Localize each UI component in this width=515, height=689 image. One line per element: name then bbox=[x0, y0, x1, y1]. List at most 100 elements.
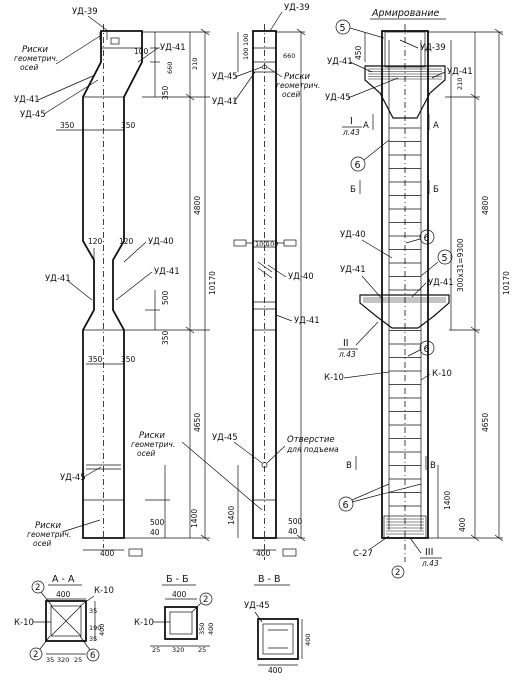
dim-500-c: 500 bbox=[288, 517, 303, 526]
dim-100-e: 100 bbox=[266, 240, 278, 248]
dim-210-b: 210 bbox=[456, 78, 464, 90]
label-geom-d: геометрич. bbox=[131, 440, 175, 449]
section-a-a: А - А 2 400 К-10 К-10 35 190 400 35 2 35… bbox=[14, 574, 114, 664]
callout-I: I bbox=[350, 116, 353, 127]
section-b-b: Б - Б 400 2 К-10 350 400 25 320 25 bbox=[134, 574, 215, 654]
callout-2-c: 2 bbox=[33, 650, 38, 660]
cut-a-left: А bbox=[363, 121, 369, 131]
label-ud40-c: УД-40 bbox=[340, 230, 366, 240]
dim-660-b: 660 bbox=[283, 52, 295, 60]
col2-dimension-chain bbox=[237, 28, 306, 542]
hatch-patterns bbox=[363, 68, 446, 535]
dim-10170-b: 10170 bbox=[502, 271, 511, 295]
dim-100-b: 100 bbox=[242, 34, 250, 46]
cut-v-right: В bbox=[430, 461, 436, 471]
label-ud41-e: УД-41 bbox=[212, 97, 238, 107]
label-k10-d: К-10 bbox=[14, 618, 34, 628]
dim-10170-a: 10170 bbox=[208, 271, 217, 295]
dim-4800-a: 4800 bbox=[193, 196, 202, 215]
ref-l43-a: л.43 bbox=[342, 128, 360, 137]
dim-400-g: 400 bbox=[207, 623, 215, 635]
col3-dimension-chain bbox=[364, 28, 504, 542]
callout-6-b: 6 bbox=[424, 233, 430, 244]
stirrup-set bbox=[389, 127, 421, 507]
cut-a-right: А bbox=[433, 121, 439, 131]
label-ud45-e: УД-45 bbox=[325, 93, 351, 103]
dim-400-h: 400 bbox=[304, 634, 312, 646]
dim-400-i: 400 bbox=[268, 666, 283, 675]
dim-4650-a: 4650 bbox=[193, 413, 202, 432]
label-ud45-d: УД-45 bbox=[212, 433, 238, 443]
dim-40-b: 40 bbox=[288, 527, 298, 536]
dim-35-a: 35 bbox=[89, 607, 97, 615]
dim-4650-b: 4650 bbox=[481, 413, 490, 432]
dim-400-e: 400 bbox=[98, 624, 106, 636]
callout-2-d: 2 bbox=[203, 595, 208, 605]
label-ud45-c: УД-45 bbox=[212, 72, 238, 82]
cut-v-left: В bbox=[346, 461, 352, 471]
dim-25-a: 25 bbox=[74, 656, 82, 664]
label-ud41-h: УД-41 bbox=[447, 67, 473, 77]
dim-100-a: 100 bbox=[134, 47, 149, 56]
label-osei-b: осей bbox=[33, 539, 51, 548]
label-ud45-a: УД-45 bbox=[20, 110, 46, 120]
label-ud39-c: УД-39 bbox=[420, 43, 446, 53]
dim-35-b: 35 bbox=[89, 635, 97, 643]
label-ud39-b: УД-39 bbox=[284, 3, 310, 13]
dim-100-d: 100 bbox=[255, 240, 267, 248]
label-k10-a: К-10 bbox=[324, 373, 344, 383]
section-b-b-title: Б - Б bbox=[166, 574, 189, 585]
label-osei-d: осей bbox=[137, 449, 155, 458]
label-osei-c: осей bbox=[282, 90, 300, 99]
dim-1400-b: 1400 bbox=[227, 506, 236, 525]
label-riski-d: Риски bbox=[139, 431, 165, 441]
callout-II: II bbox=[343, 338, 349, 349]
dim-4800-b: 4800 bbox=[481, 196, 490, 215]
label-ud40-a: УД-40 bbox=[148, 237, 174, 247]
callout-5-a: 5 bbox=[340, 23, 346, 34]
label-geom-c: геометрич. bbox=[276, 81, 320, 90]
label-hole: Отверстие bbox=[287, 435, 335, 445]
dim-210-a: 210 bbox=[191, 58, 199, 70]
label-k10-c: К-10 bbox=[94, 586, 114, 596]
label-ud41-c: УД-41 bbox=[45, 274, 71, 284]
column-side-view bbox=[252, 24, 277, 560]
label-ud41-g: УД-41 bbox=[327, 57, 353, 67]
dim-1400-c: 1400 bbox=[443, 491, 452, 510]
label-k10-b: К-10 bbox=[432, 369, 452, 379]
callout-6-e: 6 bbox=[90, 651, 95, 661]
col1-dimension-chain bbox=[124, 28, 210, 542]
ref-l43-c: л.43 bbox=[421, 559, 439, 568]
callout-2-b: 2 bbox=[35, 583, 40, 593]
cut-b-left: Б bbox=[350, 185, 356, 195]
dim-350-f: 350 bbox=[121, 355, 136, 364]
dim-35-c: 35 bbox=[46, 656, 54, 664]
dim-450: 450 bbox=[354, 45, 363, 60]
dim-350-g: 350 bbox=[198, 623, 206, 635]
callout-6-a: 6 bbox=[355, 160, 361, 171]
label-ud41-a: УД-41 bbox=[14, 95, 40, 105]
drawing-title: Армирование bbox=[371, 8, 440, 19]
dim-100-c: 100 bbox=[242, 48, 250, 60]
section-v-v-title: В - В bbox=[258, 574, 281, 585]
callout-2-a: 2 bbox=[395, 568, 400, 578]
dim-25-c: 25 bbox=[198, 646, 206, 654]
label-geom-b: геометрич. bbox=[27, 530, 71, 539]
dim-400-f: 400 bbox=[172, 590, 187, 599]
dim-120-b: 120 bbox=[119, 237, 134, 246]
dim-stirrup-spacing: 300x31=9300 bbox=[456, 238, 465, 292]
label-riski-c: Риски bbox=[284, 72, 310, 82]
section-v-v: В - В УД-45 400 400 bbox=[244, 574, 312, 675]
dim-350-d: 350 bbox=[161, 330, 170, 345]
label-riski-b: Риски bbox=[35, 521, 61, 531]
dim-500-b: 500 bbox=[150, 518, 165, 527]
ref-l43-b: л.43 bbox=[338, 350, 356, 359]
callout-6-d: 6 bbox=[343, 500, 349, 511]
dim-1400-a: 1400 bbox=[190, 509, 199, 528]
label-ud41-j: УД-41 bbox=[428, 278, 454, 288]
dim-500-a: 500 bbox=[161, 290, 170, 305]
label-ud40-b: УД-40 bbox=[288, 272, 314, 282]
callout-III: III bbox=[425, 547, 433, 558]
